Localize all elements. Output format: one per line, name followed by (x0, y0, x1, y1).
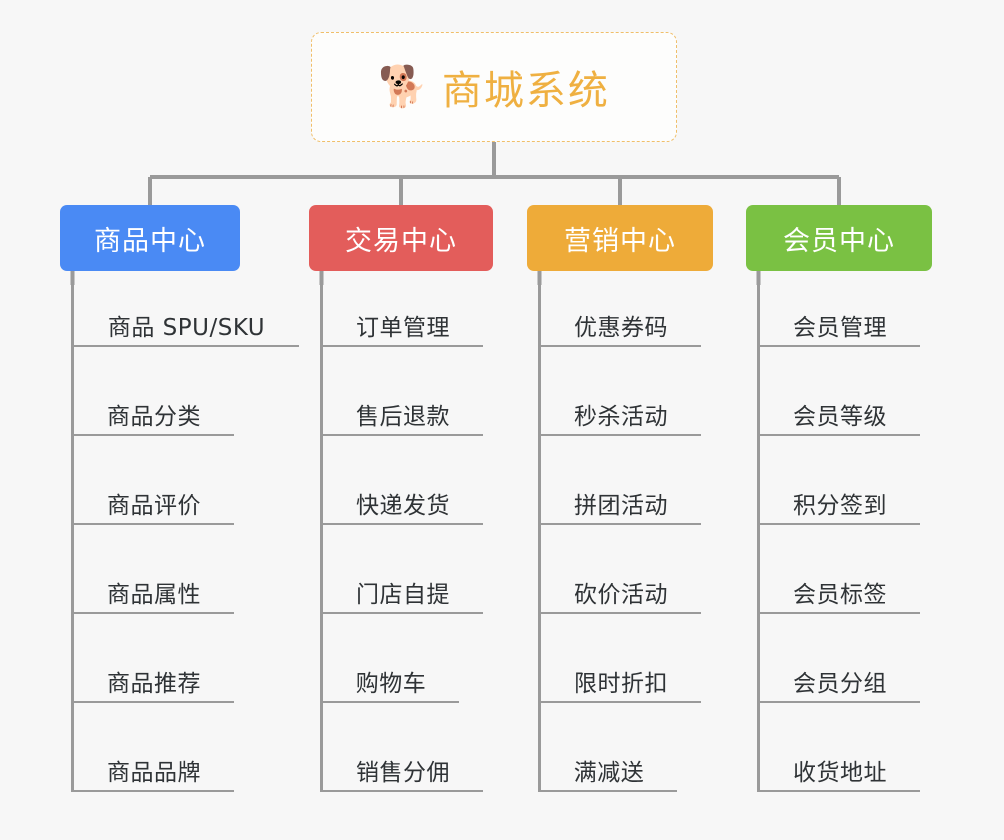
leaf-item-label: 快递发货 (356, 493, 450, 519)
leaf-item[interactable]: 购物车 (323, 641, 459, 703)
leaf-item[interactable]: 积分签到 (760, 463, 920, 525)
leaf-item[interactable]: 砍价活动 (541, 552, 701, 614)
leaf-item[interactable]: 会员标签 (760, 552, 920, 614)
leaf-item[interactable]: 会员管理 (760, 285, 920, 347)
root-node[interactable]: 🐕 商城系统 (311, 32, 677, 142)
leaf-item[interactable]: 快递发货 (323, 463, 483, 525)
category-header-label: 营销中心 (564, 225, 676, 257)
leaf-item-label: 拼团活动 (574, 493, 668, 519)
leaf-item-label: 收货地址 (793, 760, 887, 786)
leaf-item[interactable]: 秒杀活动 (541, 374, 701, 436)
leaf-item-label: 购物车 (355, 671, 427, 697)
leaf-item[interactable]: 收货地址 (760, 730, 920, 792)
leaf-item-label: 砍价活动 (574, 582, 668, 608)
leaf-item-label: 商品 SPU/SKU (107, 315, 266, 341)
leaf-item-label: 秒杀活动 (574, 404, 668, 430)
leaf-item[interactable]: 商品推荐 (74, 641, 234, 703)
leaf-item-label: 商品分类 (107, 404, 201, 430)
leaf-item-label: 满减送 (573, 760, 645, 786)
leaf-item-label: 售后退款 (356, 404, 450, 430)
leaf-item-label: 积分签到 (793, 493, 887, 519)
category-header-label: 交易中心 (345, 225, 457, 257)
leaf-item[interactable]: 优惠券码 (541, 285, 701, 347)
leaf-item-label: 会员管理 (793, 315, 887, 341)
leaf-item-label: 门店自提 (356, 582, 450, 608)
leaf-item[interactable]: 商品属性 (74, 552, 234, 614)
leaf-item[interactable]: 商品分类 (74, 374, 234, 436)
leaf-item-label: 商品属性 (107, 582, 201, 608)
leaf-item-label: 商品品牌 (107, 760, 201, 786)
leaf-spine (71, 285, 74, 792)
leaf-item[interactable]: 会员等级 (760, 374, 920, 436)
leaf-item-label: 商品推荐 (107, 671, 201, 697)
leaf-item-label: 优惠券码 (574, 315, 668, 341)
leaf-item-label: 限时折扣 (574, 671, 668, 697)
leaf-item[interactable]: 销售分佣 (323, 730, 483, 792)
leaf-item[interactable]: 满减送 (541, 730, 677, 792)
leaf-item[interactable]: 商品品牌 (74, 730, 234, 792)
category-header-trade-center[interactable]: 交易中心 (309, 205, 493, 271)
root-title: 商城系统 (441, 68, 610, 114)
leaf-item-label: 商品评价 (107, 493, 201, 519)
category-header-label: 会员中心 (783, 225, 895, 257)
category-header-label: 商品中心 (94, 225, 206, 257)
leaf-item-label: 会员分组 (793, 671, 887, 697)
leaf-item-label: 会员等级 (793, 404, 887, 430)
leaf-item[interactable]: 订单管理 (323, 285, 483, 347)
leaf-item[interactable]: 门店自提 (323, 552, 483, 614)
leaf-spine (538, 285, 541, 792)
leaf-item[interactable]: 商品 SPU/SKU (74, 285, 299, 347)
shiba-dog-face-icon: 🐕 (378, 64, 428, 110)
leaf-item[interactable]: 售后退款 (323, 374, 483, 436)
category-header-product-center[interactable]: 商品中心 (60, 205, 240, 271)
leaf-item-label: 订单管理 (356, 315, 450, 341)
leaf-item-label: 会员标签 (793, 582, 887, 608)
leaf-item[interactable]: 商品评价 (74, 463, 234, 525)
category-header-member-center[interactable]: 会员中心 (746, 205, 932, 271)
leaf-item[interactable]: 会员分组 (760, 641, 920, 703)
leaf-item[interactable]: 限时折扣 (541, 641, 701, 703)
category-header-marketing-center[interactable]: 营销中心 (527, 205, 713, 271)
leaf-item[interactable]: 拼团活动 (541, 463, 701, 525)
leaf-spine (757, 285, 760, 792)
leaf-spine (320, 285, 323, 792)
leaf-item-label: 销售分佣 (356, 760, 450, 786)
